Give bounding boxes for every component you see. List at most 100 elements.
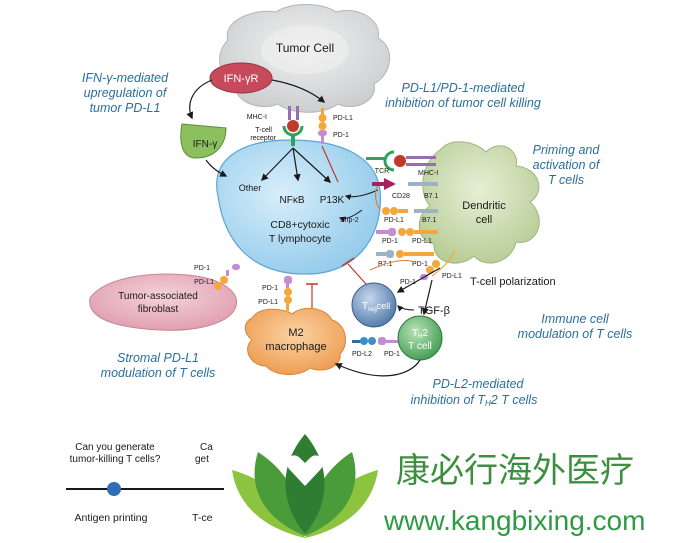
inhibit-treg-tcell bbox=[347, 263, 367, 285]
caption-pdl1-inhibition: PD-L1/PD-1-mediated inhibition of tumor … bbox=[385, 81, 541, 110]
arrow-to-nfkb bbox=[292, 147, 301, 182]
pd1-mac-label: PD-1 bbox=[262, 285, 278, 292]
caption-pdl1-line-2: inhibition of tumor cell killing bbox=[385, 96, 541, 110]
question-2-line-1: Ca bbox=[200, 442, 213, 453]
caption-ifn-upregulation: IFN-γ-mediated upregulation of tumor PD-… bbox=[82, 71, 169, 115]
shp2-label: Shp-2 bbox=[340, 217, 359, 224]
pd1-r2-label: PD-1 bbox=[412, 261, 428, 268]
dc-to-treg-line bbox=[431, 249, 456, 277]
arrow-ifnr-to-pdl1 bbox=[271, 79, 326, 103]
caption-pdl2-line-2: inhibition of TH2 T cells bbox=[411, 393, 538, 408]
pdl1-b71-row1: PD-L1 B7.1 bbox=[382, 207, 438, 224]
caption-pdl2: PD-L2-mediated inhibition of TH2 T cells bbox=[411, 377, 538, 408]
cd28-b71: CD28 B7.1 bbox=[372, 178, 439, 200]
pdl2-label: PD-L2 bbox=[352, 351, 372, 358]
caption-stromal-line-1: Stromal PD-L1 bbox=[117, 351, 199, 365]
pdl1-mac-label: PD-L1 bbox=[258, 299, 278, 306]
th2-cell: TH2 T cell bbox=[397, 315, 443, 361]
mhc1-top-label: MHC-I bbox=[247, 114, 267, 121]
mhc1-tcr-top: MHC-I T-cell receptor bbox=[247, 106, 304, 146]
pd1-dc-label: PD-1 bbox=[400, 279, 416, 286]
ifn-gamma-molecule: IFN-γ bbox=[180, 123, 227, 159]
cd8-t-cell: CD8+cytoxic T lymphocyte bbox=[216, 139, 382, 275]
pdl1-r2-label: PD-L1 bbox=[412, 238, 432, 245]
pd1-fib-label: PD-1 bbox=[194, 265, 210, 272]
caption-immune-modulation: Immune cell modulation of T cells bbox=[518, 312, 633, 341]
tumor-cell: Tumor Cell bbox=[219, 4, 391, 113]
fibroblast-cell: Tumor-associated fibroblast bbox=[89, 273, 237, 331]
pdl1-r1-label: PD-L1 bbox=[384, 217, 404, 224]
th2-label-2: T cell bbox=[408, 341, 432, 352]
ifn-gamma-receptor: IFN-γR bbox=[209, 62, 273, 94]
tcr-top-label-2: receptor bbox=[250, 135, 276, 142]
arrow-to-p13k bbox=[292, 147, 332, 183]
watermark-chinese: 康必行海外医疗 bbox=[396, 451, 634, 491]
pd1-top-label: PD-1 bbox=[333, 132, 349, 139]
pdl1-fib-label: PD-L1 bbox=[194, 279, 214, 286]
b71-b-label: B7.1 bbox=[422, 217, 437, 224]
pdl1-pd1-top: PD-L1 PD-1 bbox=[318, 108, 353, 144]
macrophage-label-1: M2 bbox=[288, 327, 303, 339]
b71-a-label: B7.1 bbox=[424, 193, 439, 200]
arrow-cd28-p13k bbox=[344, 189, 379, 201]
fibroblast-label-1: Tumor-associated bbox=[118, 291, 198, 302]
pd1-r-label: PD-1 bbox=[382, 238, 398, 245]
inhibit-dc-tcell bbox=[369, 259, 415, 271]
watermark-logo bbox=[232, 434, 378, 538]
macrophage-cell: M2 macrophage bbox=[244, 307, 347, 375]
caption-priming: Priming and activation of T cells bbox=[533, 143, 601, 187]
caption-immune-line-2: modulation of T cells bbox=[518, 327, 633, 341]
tumor-cell-label: Tumor Cell bbox=[276, 41, 334, 55]
dendritic-cell-label-1: Dendritic bbox=[462, 200, 506, 212]
ifn-gamma-label: IFN-γ bbox=[193, 139, 217, 150]
arrow-dc-to-th2 bbox=[421, 279, 433, 316]
arrow-shp2 bbox=[338, 209, 363, 223]
caption-ifn-line-3: tumor PD-L1 bbox=[90, 101, 161, 115]
caption-ifn-line-1: IFN-γ-mediated bbox=[82, 71, 169, 85]
cd28-label: CD28 bbox=[392, 193, 410, 200]
question-1-line-1: Can you generate bbox=[75, 442, 155, 453]
caption-priming-line-2: activation of bbox=[533, 158, 601, 172]
step-1-label: Antigen printing bbox=[75, 512, 148, 524]
arrow-tgf-to-treg bbox=[397, 305, 415, 312]
fibroblast-label-2: fibroblast bbox=[138, 304, 179, 315]
arrow-ifnr-to-ifng bbox=[186, 79, 213, 120]
fibroblast-pd1-pdl1: PD-1 PD-L1 bbox=[194, 264, 240, 290]
pd1-pdl1-row2: PD-1 PD-L1 bbox=[376, 228, 438, 245]
p13k-label: P13K bbox=[320, 195, 345, 206]
tcell-polarization-label: T-cell polarization bbox=[470, 276, 556, 288]
nfkb-label: NFκB bbox=[280, 195, 305, 206]
arrow-dc-to-treg bbox=[396, 267, 441, 293]
arrow-to-other bbox=[260, 147, 294, 182]
caption-stromal: Stromal PD-L1 modulation of T cells bbox=[101, 351, 216, 380]
caption-stromal-line-2: modulation of T cells bbox=[101, 366, 216, 380]
caption-pdl2-line-1: PD-L2-mediated bbox=[432, 377, 524, 391]
question-1-line-2: tumor-killing T cells? bbox=[70, 454, 161, 465]
b71-row3: B7.1 PD-1 bbox=[376, 250, 434, 268]
watermark-url: www.kangbixing.com bbox=[383, 505, 645, 536]
timeline-marker bbox=[107, 482, 121, 496]
tcr-right-label: TCR bbox=[375, 168, 389, 175]
caption-priming-line-3: T cells bbox=[548, 173, 584, 187]
tcr-mhc1-right: TCR MHC-I bbox=[366, 150, 438, 177]
tcr-top-label-1: T-cell bbox=[255, 127, 272, 134]
caption-priming-line-1: Priming and bbox=[533, 143, 601, 157]
inhibit-pd1-p13k bbox=[321, 145, 339, 183]
arrow-ifng-to-tcell bbox=[205, 159, 228, 177]
arrow-th2-to-macrophage bbox=[334, 359, 421, 377]
tgf-beta-label: TGF-β bbox=[418, 305, 450, 317]
caption-pdl1-line-1: PD-L1/PD-1-mediated bbox=[402, 81, 526, 95]
dendritic-cell-label-2: cell bbox=[476, 214, 493, 226]
pdl1-dc-label: PD-L1 bbox=[442, 273, 462, 280]
other-label: Other bbox=[239, 183, 262, 193]
inhibit-treg-bar bbox=[341, 257, 355, 267]
step-2-label: T-ce bbox=[192, 512, 213, 524]
question-2-line-2: get bbox=[195, 454, 209, 465]
tcell-label-2: T lymphocyte bbox=[269, 233, 331, 245]
ifn-gamma-r-label: IFN-γR bbox=[224, 73, 259, 85]
th2-label-1: TH2 bbox=[412, 328, 428, 340]
pdl1-top-label: PD-L1 bbox=[333, 115, 353, 122]
bottom-timeline: Can you generate tumor-killing T cells? … bbox=[66, 442, 224, 524]
